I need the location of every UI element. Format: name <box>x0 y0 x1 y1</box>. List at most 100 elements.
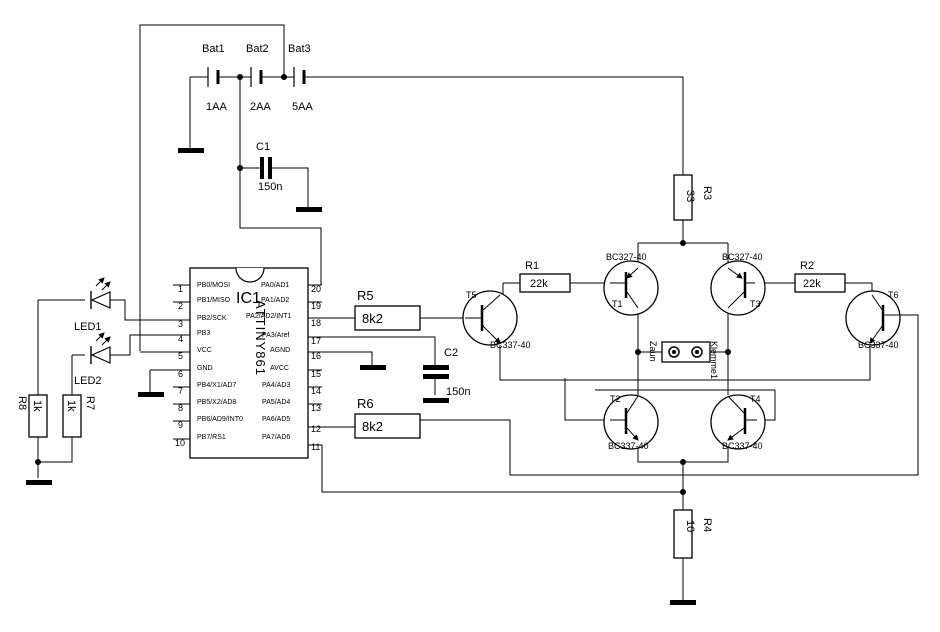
r3-value: 33 <box>684 190 696 202</box>
ic-attiny861: IC1 ATTINY861 1 PB0/MOSI 2 PB1/MISO 3 PB… <box>173 267 322 459</box>
pin-name-15: AVCC <box>270 365 289 372</box>
resistor-r1: R1 22k <box>519 260 571 293</box>
r8-value: 1k <box>31 400 43 412</box>
junction-dots <box>35 74 731 495</box>
pin-name-14: PA4/AD3 <box>262 382 290 389</box>
pin-num-19: 19 <box>311 301 321 311</box>
transistor-t5: T5 BC337-40 <box>462 290 531 350</box>
transistor-t4: T4 BC337-40 <box>710 394 766 451</box>
pin-num-1: 1 <box>178 284 183 294</box>
r4-value: 10 <box>684 520 696 532</box>
pin-num-15: 15 <box>311 369 321 379</box>
transistor-t6: T6 BC337-40 <box>845 290 901 350</box>
r2-ref: R2 <box>800 260 814 272</box>
bat3-ref: Bat3 <box>288 43 311 55</box>
pin-num-13: 13 <box>311 403 321 413</box>
c2-value: 150n <box>446 386 470 398</box>
pin-name-5: VCC <box>197 347 212 354</box>
t4-ref: T4 <box>750 394 761 404</box>
capacitor-c2: C2 150n <box>423 347 470 403</box>
t5-type: BC337-40 <box>490 340 531 350</box>
pin-num-12: 12 <box>311 424 321 434</box>
led1-label: LED1 <box>74 321 102 333</box>
r6-value: 8k2 <box>362 419 383 434</box>
r6-ref: R6 <box>357 396 374 411</box>
pin-num-14: 14 <box>311 386 321 396</box>
r3-ref: R3 <box>701 186 713 200</box>
battery-bat3: Bat3 5AA <box>288 43 313 113</box>
c1-ref: C1 <box>256 141 270 153</box>
resistor-r3: 33 R3 <box>673 174 713 221</box>
pin-name-1: PB0/MOSI <box>197 282 230 289</box>
pin-name-2: PB1/MISO <box>197 297 231 304</box>
pin-name-20: PA0/AD1 <box>261 282 289 289</box>
r2-value: 22k <box>803 278 821 290</box>
t3-ref: T3 <box>750 299 761 309</box>
output-terminal: Zaun Klemme1 <box>648 341 719 379</box>
c2-ref: C2 <box>444 347 458 359</box>
c1-value: 150n <box>258 181 282 193</box>
resistor-r6: R6 8k2 <box>354 396 421 439</box>
pin-name-4: PB3 <box>197 330 210 337</box>
t6-ref: T6 <box>888 290 899 300</box>
led-2: LED2 <box>74 332 111 387</box>
r5-value: 8k2 <box>362 311 383 326</box>
bat2-ref: Bat2 <box>246 43 269 55</box>
pin-name-19: PA1/AD2 <box>261 297 289 304</box>
terminal-right-label: Klemme1 <box>709 341 719 379</box>
r8-ref: R8 <box>16 396 28 410</box>
ic-part: ATTINY861 <box>253 300 268 376</box>
t2-ref: T2 <box>610 394 621 404</box>
pin-num-10: 10 <box>175 438 185 448</box>
pin-name-10: PB7/RS1 <box>197 434 226 441</box>
r5-ref: R5 <box>357 288 374 303</box>
battery-bat1: Bat1 1AA <box>202 43 227 113</box>
capacitor-c1: C1 150n <box>256 141 282 193</box>
pin-name-12: PA6/AD5 <box>262 416 290 423</box>
pin-num-20: 20 <box>311 284 321 294</box>
resistor-r2: R2 22k <box>794 260 846 293</box>
t4-type: BC337-40 <box>722 441 763 451</box>
pin-num-16: 16 <box>311 351 321 361</box>
pin-num-4: 4 <box>178 334 183 344</box>
led-1: LED1 <box>74 277 111 333</box>
pin-name-9: PB6/AD9/INT0 <box>197 416 243 423</box>
resistor-r7: 1k R7 <box>62 394 96 438</box>
r7-value: 1k <box>65 400 77 412</box>
pin-name-17: PA3/Aref <box>262 332 290 339</box>
pin-num-18: 18 <box>311 318 321 328</box>
pin-name-16: AGND <box>270 347 290 354</box>
r4-ref: R4 <box>701 518 713 532</box>
bat2-value: 2AA <box>250 101 271 113</box>
resistor-r4: 10 R4 <box>673 509 713 559</box>
ground-symbols <box>26 148 696 605</box>
r1-ref: R1 <box>525 260 539 272</box>
pin-num-5: 5 <box>178 351 183 361</box>
pin-num-17: 17 <box>311 336 321 346</box>
transistor-t1: BC327-40 T1 <box>603 252 659 316</box>
pin-name-8: PB5/X2/AD8 <box>197 399 236 406</box>
resistor-r8: 1k R8 <box>16 394 48 438</box>
transistor-t3: BC327-40 T3 <box>710 252 766 316</box>
pin-num-8: 8 <box>178 403 183 413</box>
t3-type: BC327-40 <box>722 252 763 262</box>
t1-type: BC327-40 <box>606 252 647 262</box>
pin-name-18: PA2/AD2/INT1 <box>246 313 291 320</box>
bat3-value: 5AA <box>292 101 313 113</box>
pin-num-3: 3 <box>178 319 183 329</box>
pin-num-11: 11 <box>311 442 320 452</box>
pin-name-13: PA5/AD4 <box>262 399 290 406</box>
pin-name-6: GND <box>197 365 213 372</box>
ic-ref: IC1 <box>236 290 261 307</box>
t5-ref: T5 <box>466 290 477 300</box>
t1-ref: T1 <box>612 299 623 309</box>
pin-num-7: 7 <box>178 386 183 396</box>
pin-num-2: 2 <box>178 301 183 311</box>
r1-value: 22k <box>530 278 548 290</box>
ic-right-pins: 20 PA0/AD1 19 PA1/AD2 18 PA2/AD2/INT1 17… <box>246 282 322 452</box>
r7-ref: R7 <box>84 396 96 410</box>
transistor-t2: T2 BC337-40 <box>603 394 659 451</box>
pin-name-11: PA7/AD6 <box>262 434 290 441</box>
t6-type: BC337-40 <box>858 340 899 350</box>
